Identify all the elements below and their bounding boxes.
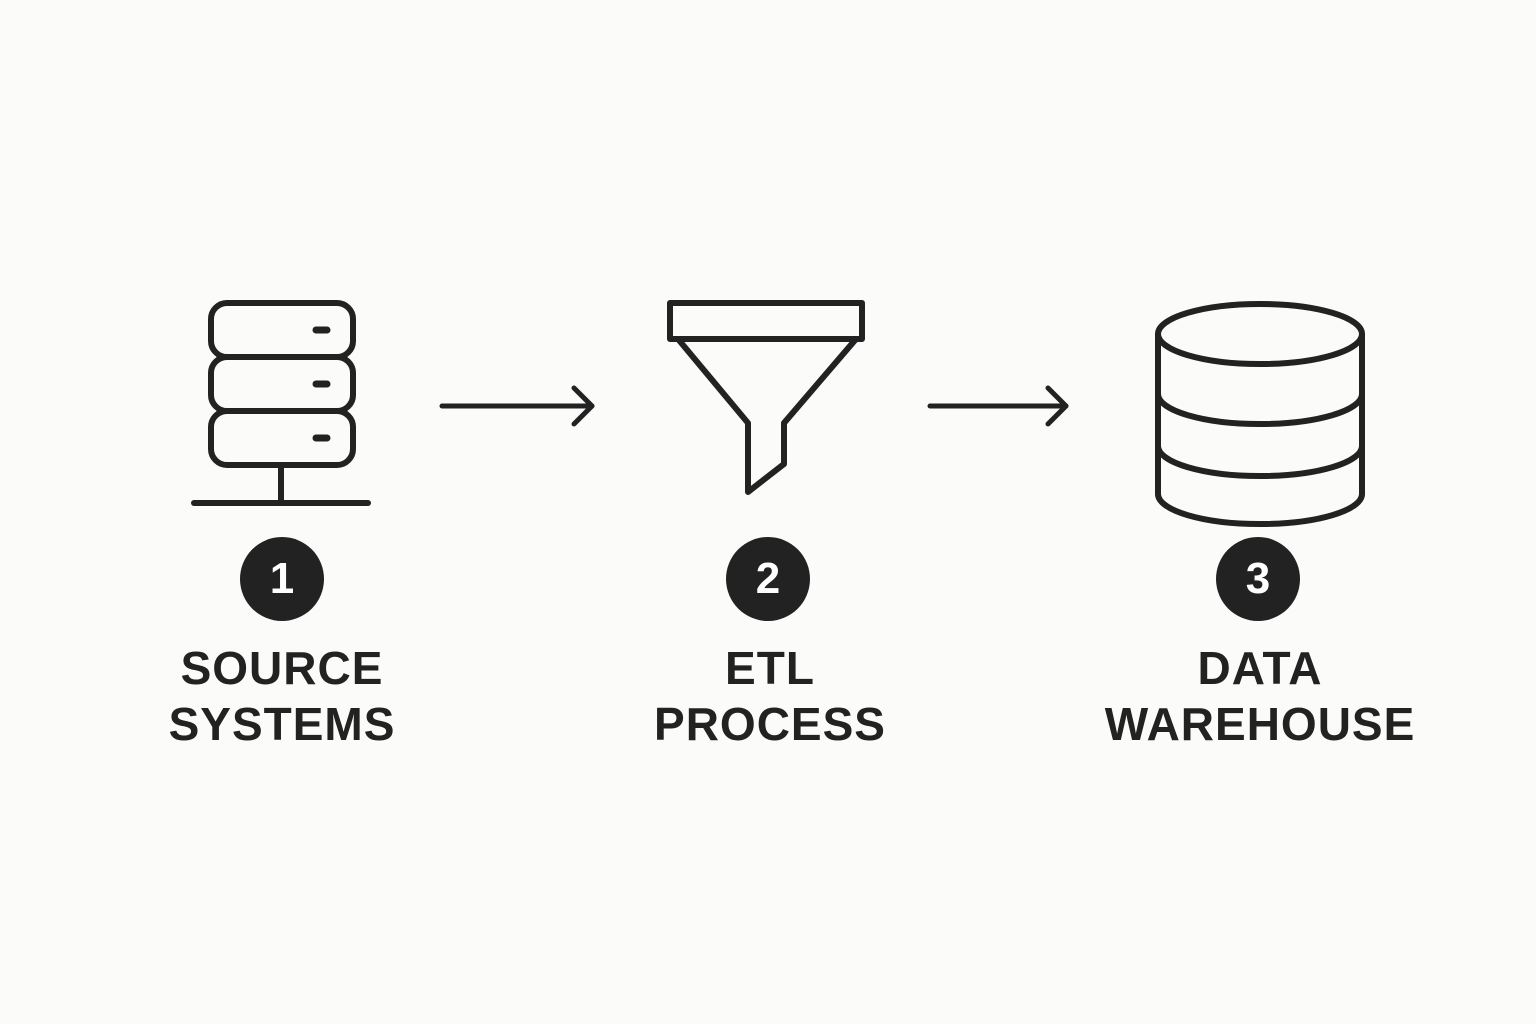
- step-number-badge: 3: [1216, 537, 1300, 621]
- arrow-right-icon: [439, 384, 600, 428]
- step-label-source-systems: SOURCE SYSTEMS: [102, 640, 462, 752]
- step-label-etl-process: ETL PROCESS: [590, 640, 950, 752]
- step-number-badge: 1: [240, 537, 324, 621]
- database-icon: [1154, 300, 1366, 530]
- step-label-line: SYSTEMS: [168, 698, 396, 750]
- step-label-line: ETL: [725, 642, 815, 694]
- arrow-right-icon: [927, 384, 1076, 428]
- step-label-line: SOURCE: [180, 642, 384, 694]
- step-label-line: PROCESS: [654, 698, 886, 750]
- step-label-data-warehouse: DATA WAREHOUSE: [1080, 640, 1440, 752]
- step-label-line: WAREHOUSE: [1104, 698, 1416, 750]
- step-number-badge: 2: [726, 537, 810, 621]
- server-rack-icon: [190, 300, 374, 510]
- step-label-line: DATA: [1197, 642, 1323, 694]
- funnel-icon: [664, 298, 868, 498]
